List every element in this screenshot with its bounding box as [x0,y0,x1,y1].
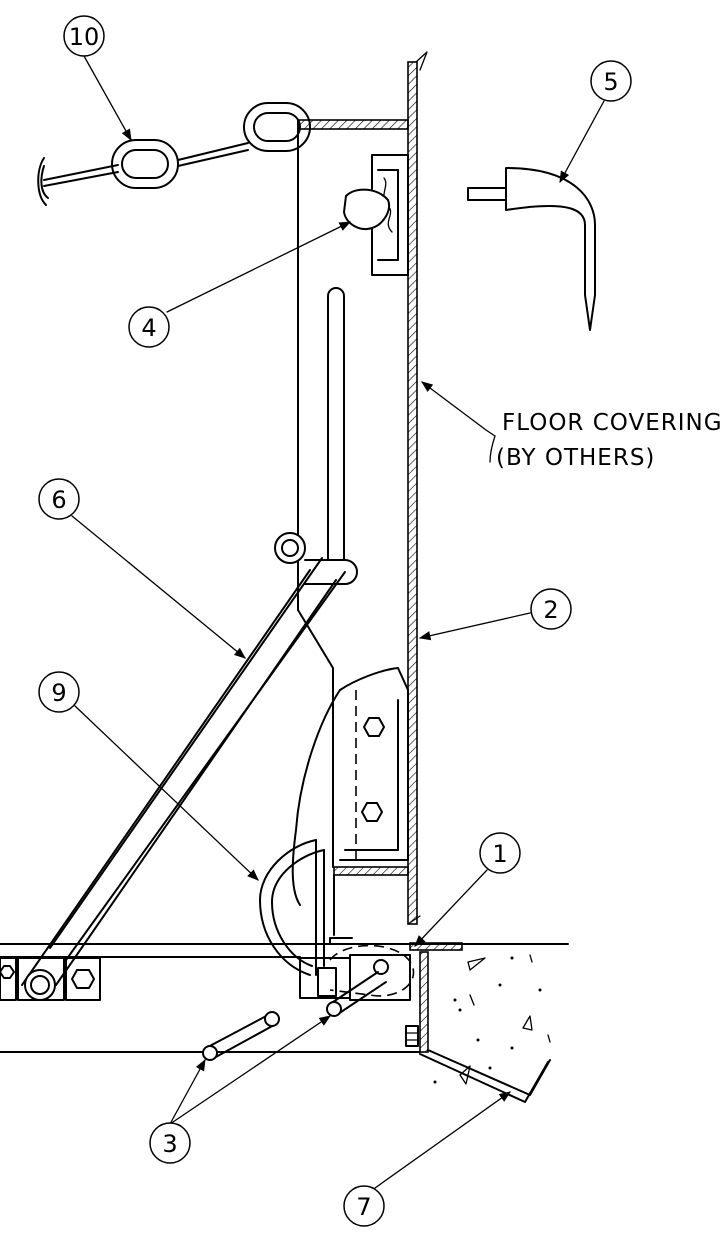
callout-9: 9 [38,671,80,713]
callout-7: 7 [343,1185,385,1227]
callout-7-label: 7 [356,1193,371,1221]
hold-open-slot [327,287,345,561]
frame-sill [0,942,569,1103]
door-leaf [407,51,428,925]
chain [37,102,311,206]
spring-hook [259,839,325,976]
hinge-bracket [291,667,409,906]
callout-2-label: 2 [543,596,558,624]
callout-1-label: 1 [492,840,507,868]
callout-5-label: 5 [603,68,618,96]
lift-handle [467,167,596,331]
callout-3-label: 3 [162,1130,177,1158]
callout-4-label: 4 [141,314,156,342]
floor-covering-note: FLOOR COVERING (BY OTHERS) [496,410,723,471]
callout-5: 5 [590,60,632,102]
anchor-bolts [0,957,419,1047]
hinge-pins [202,971,387,1061]
pivot-block [299,937,415,1001]
callout-3: 3 [149,1122,191,1164]
hold-open-arm [21,532,358,1001]
floor-covering-line2: (BY OTHERS) [496,445,655,471]
callout-10: 10 [63,15,105,57]
callout-6-label: 6 [51,486,66,514]
callout-9-label: 9 [51,679,66,707]
callout-6: 6 [38,478,80,520]
bottom-angle [333,866,409,876]
bolt-head-lower [361,802,383,822]
callout-10-label: 10 [69,23,100,51]
top-angle [297,119,409,566]
bolt-head-upper [363,717,385,737]
floor-covering-line1: FLOOR COVERING [502,410,723,436]
latch-assembly [342,154,409,276]
callout-2: 2 [530,588,572,630]
callout-1: 1 [479,832,521,874]
concrete-fill [433,954,551,1085]
callout-4: 4 [128,306,170,348]
leader-lines [71,55,605,1189]
